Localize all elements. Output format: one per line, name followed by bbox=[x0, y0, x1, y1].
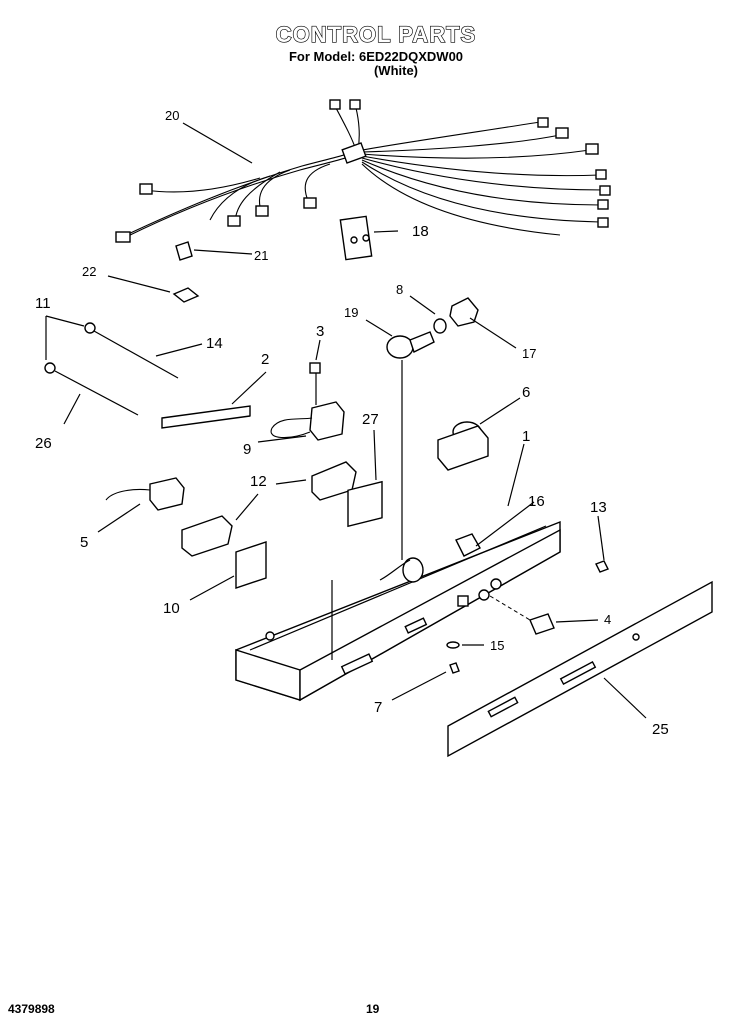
switch-part-5 bbox=[105, 477, 185, 511]
callout-26: 26 bbox=[35, 435, 52, 452]
clip-part-22 bbox=[172, 287, 200, 303]
callout-22: 22 bbox=[82, 264, 96, 279]
callout-4: 4 bbox=[604, 612, 611, 627]
bracket-part-16 bbox=[455, 533, 481, 557]
page-number: 19 bbox=[366, 1002, 380, 1016]
callout-21: 21 bbox=[254, 248, 268, 263]
page-title: CONTROL PARTS bbox=[275, 21, 477, 47]
callout-8: 8 bbox=[396, 282, 403, 297]
callout-12: 12 bbox=[250, 473, 267, 490]
callout-6: 6 bbox=[522, 384, 530, 401]
color-line: (White) bbox=[373, 63, 419, 78]
callout-18: 18 bbox=[412, 223, 429, 240]
callout-27: 27 bbox=[362, 411, 379, 428]
callout-5: 5 bbox=[80, 534, 88, 551]
callout-19: 19 bbox=[344, 305, 358, 320]
callout-13: 13 bbox=[590, 499, 607, 516]
callout-10: 10 bbox=[163, 600, 180, 617]
callout-16: 16 bbox=[528, 493, 545, 510]
temperature-control bbox=[437, 421, 489, 471]
callout-17: 17 bbox=[522, 346, 536, 361]
callout-numbers: 20 18 21 22 8 11 19 3 14 17 2 6 26 27 9 … bbox=[35, 108, 669, 738]
callout-1: 1 bbox=[522, 428, 530, 445]
model-subtitle: For Model: 6ED22DQXDW00 (White) bbox=[0, 50, 752, 78]
switch-assembly bbox=[270, 362, 345, 441]
leader-lines bbox=[45, 122, 647, 719]
washer-part-15 bbox=[446, 641, 460, 649]
light-assembly bbox=[386, 297, 479, 359]
callout-9: 9 bbox=[243, 441, 251, 458]
callout-11: 11 bbox=[35, 295, 51, 312]
document-number: 4379898 bbox=[8, 1002, 55, 1016]
screw-part-13 bbox=[595, 560, 609, 573]
screw-part-7 bbox=[449, 662, 460, 674]
callout-7: 7 bbox=[374, 699, 382, 716]
callout-14: 14 bbox=[206, 335, 223, 352]
callout-15: 15 bbox=[490, 638, 504, 653]
rods bbox=[44, 322, 179, 416]
callout-25: 25 bbox=[652, 721, 669, 738]
wire-harness bbox=[115, 99, 611, 243]
trim-strip bbox=[447, 580, 713, 758]
tube-part bbox=[161, 405, 251, 429]
control-housing bbox=[235, 360, 561, 702]
label-part-27 bbox=[347, 480, 383, 528]
callout-3: 3 bbox=[316, 323, 324, 340]
clip-part-21 bbox=[175, 241, 193, 261]
bracket-part-4 bbox=[529, 613, 555, 635]
model-line: For Model: 6ED22DQXDW00 bbox=[288, 49, 464, 64]
label-part-10 bbox=[235, 541, 267, 589]
callout-2: 2 bbox=[261, 351, 269, 368]
callout-20: 20 bbox=[165, 108, 179, 123]
switch-part-12b bbox=[181, 515, 233, 557]
